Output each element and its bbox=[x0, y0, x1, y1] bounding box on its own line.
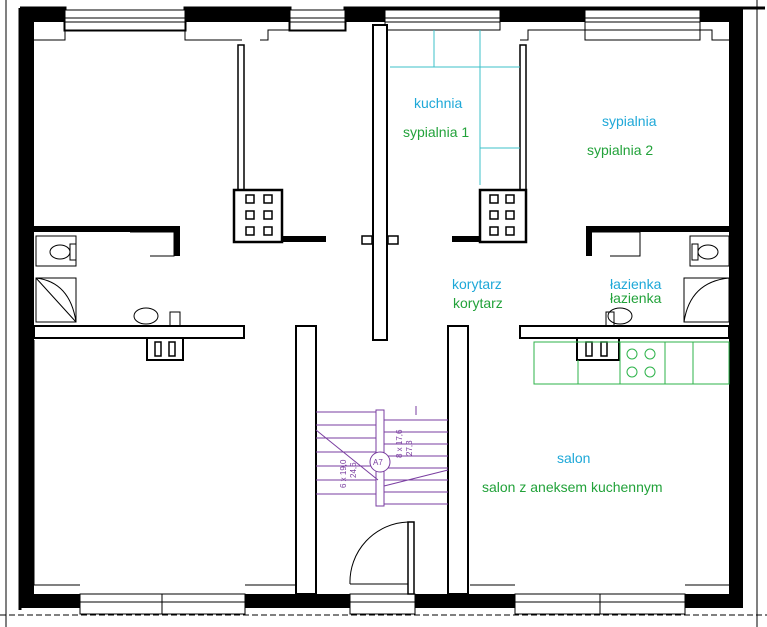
toilet-icon bbox=[49, 244, 71, 260]
internal-walls bbox=[33, 24, 730, 595]
kitchen-tiles bbox=[390, 30, 520, 185]
label-corridor-old: korytarz bbox=[452, 276, 502, 292]
label-bathroom-new: łazienka bbox=[610, 290, 662, 306]
cooktop-burner bbox=[626, 366, 638, 378]
toilet-icon bbox=[697, 244, 719, 260]
stairs-left-flight-sub: 24,6 bbox=[349, 462, 358, 478]
stairs-right-flight: 8 x 17,6 bbox=[395, 429, 404, 458]
bathroom-fixtures-right bbox=[592, 231, 730, 327]
chimney-left bbox=[232, 188, 284, 244]
bathroom-fixtures-left bbox=[35, 231, 181, 327]
chimney-flues bbox=[146, 194, 620, 361]
window-top-left bbox=[64, 9, 186, 31]
label-living-old: salon bbox=[557, 450, 590, 466]
label-bedroom-old: sypialnia bbox=[602, 113, 657, 129]
label-living-new: salon z aneksem kuchennym bbox=[482, 479, 663, 495]
chimney-right bbox=[478, 188, 528, 244]
window-top-center bbox=[384, 9, 501, 31]
cooktop-burner bbox=[644, 366, 656, 378]
cooktop-burner bbox=[626, 348, 638, 360]
window-top-right bbox=[584, 9, 701, 31]
windows bbox=[64, 9, 701, 615]
window-top-mid bbox=[289, 9, 346, 31]
sink-icon bbox=[607, 307, 633, 325]
shower-icon bbox=[683, 277, 730, 323]
stairs-left-flight: 6 x 19,0 bbox=[339, 459, 348, 488]
staircase bbox=[315, 406, 449, 507]
label-kitchen-old: kuchnia bbox=[414, 95, 462, 111]
window-bottom-center bbox=[349, 593, 416, 615]
kitchen-cabinets bbox=[533, 341, 730, 385]
sink-icon bbox=[133, 307, 159, 325]
label-bathroom-old: łazienka bbox=[610, 276, 662, 292]
entrance-door bbox=[349, 521, 415, 595]
label-bedroom-1: sypialnia 1 bbox=[403, 124, 469, 140]
stairs-marker: A7 bbox=[373, 458, 383, 467]
label-corridor-new: korytarz bbox=[453, 295, 503, 311]
cooktop-burner bbox=[644, 348, 656, 360]
stairs-marker-circle bbox=[369, 451, 391, 473]
stairs-right-flight-sub: 27,3 bbox=[405, 440, 414, 456]
label-bedroom-2: sypialnia 2 bbox=[587, 142, 653, 158]
